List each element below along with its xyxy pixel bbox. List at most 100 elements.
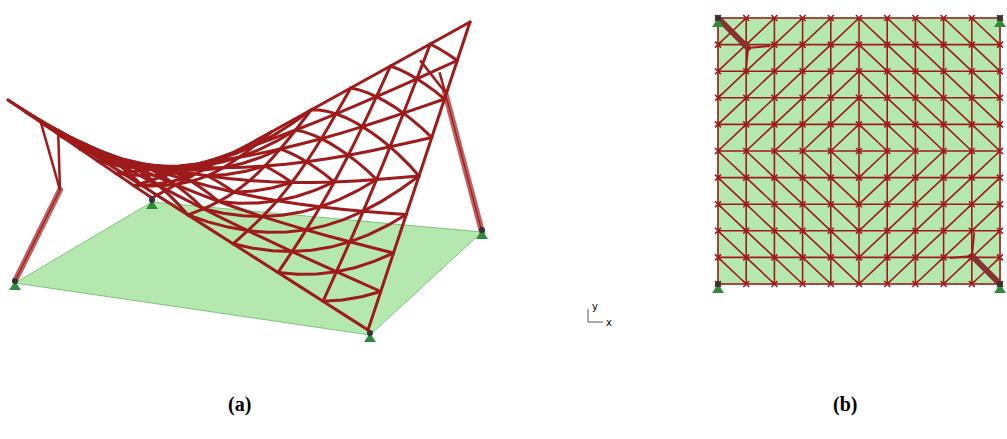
shell-member bbox=[350, 215, 406, 242]
node-cross bbox=[715, 201, 721, 207]
plan-member bbox=[803, 204, 831, 231]
node-cross bbox=[884, 254, 890, 260]
plan-member bbox=[887, 98, 915, 125]
node-cross bbox=[941, 15, 947, 21]
plan-member bbox=[774, 71, 802, 98]
shell-member bbox=[62, 137, 406, 215]
node-cross bbox=[800, 42, 806, 48]
node-cross bbox=[856, 15, 862, 21]
plan-member bbox=[859, 45, 887, 72]
shell-member bbox=[188, 215, 248, 231]
node-cross bbox=[912, 68, 918, 74]
plan-member bbox=[774, 257, 802, 284]
plan-member bbox=[774, 18, 802, 45]
plan-member bbox=[972, 98, 1000, 125]
plan-member bbox=[746, 204, 774, 231]
plan-member bbox=[859, 18, 887, 45]
plan-member bbox=[831, 45, 859, 72]
node-cross bbox=[912, 228, 918, 234]
plan-member bbox=[831, 178, 859, 205]
support-node bbox=[715, 15, 721, 21]
axis-label: x bbox=[606, 318, 612, 328]
node-cross bbox=[884, 228, 890, 234]
node-cross bbox=[800, 68, 806, 74]
plan-member bbox=[944, 45, 972, 72]
shell-member bbox=[336, 253, 393, 272]
plan-member bbox=[915, 204, 943, 231]
node-cross bbox=[715, 228, 721, 234]
plan-member bbox=[718, 151, 746, 178]
shell-member bbox=[306, 211, 363, 230]
node-cross bbox=[715, 121, 721, 127]
column bbox=[15, 190, 60, 281]
node-cross bbox=[800, 121, 806, 127]
node-cross bbox=[771, 175, 777, 181]
node-cross bbox=[997, 228, 1003, 234]
shell-member bbox=[292, 242, 350, 252]
node-cross bbox=[771, 121, 777, 127]
node-cross bbox=[884, 95, 890, 101]
node-cross bbox=[828, 15, 834, 21]
node-cross bbox=[941, 254, 947, 260]
plan-member bbox=[831, 151, 859, 178]
node-cross bbox=[997, 15, 1003, 21]
node-cross bbox=[828, 254, 834, 260]
node-cross bbox=[884, 42, 890, 48]
shell-member bbox=[248, 230, 306, 232]
plan-member bbox=[887, 231, 915, 258]
node-cross bbox=[912, 254, 918, 260]
node-cross bbox=[828, 68, 834, 74]
ground-plane bbox=[15, 202, 482, 335]
node-cross bbox=[941, 175, 947, 181]
shell-member bbox=[278, 272, 336, 274]
plan-member bbox=[887, 45, 915, 72]
plan-member bbox=[746, 18, 774, 45]
plan-member bbox=[746, 257, 774, 284]
node-cross bbox=[743, 175, 749, 181]
node-cross bbox=[997, 175, 1003, 181]
plan-member bbox=[746, 98, 774, 125]
column-branch bbox=[748, 46, 770, 48]
plan-member bbox=[944, 151, 972, 178]
node-cross bbox=[715, 95, 721, 101]
column bbox=[972, 256, 1000, 284]
shell-member bbox=[363, 176, 419, 211]
plan-member bbox=[774, 124, 802, 151]
node-cross bbox=[771, 254, 777, 260]
node-cross bbox=[941, 68, 947, 74]
column-edge bbox=[445, 92, 482, 232]
plan-member bbox=[944, 124, 972, 151]
plan-member bbox=[803, 151, 831, 178]
plan-member bbox=[831, 71, 859, 98]
plan-member bbox=[972, 18, 1000, 45]
node-cross bbox=[800, 95, 806, 101]
plan-member bbox=[831, 257, 859, 284]
plan-member bbox=[972, 231, 1000, 258]
perspective-view bbox=[8, 22, 488, 342]
node-cross bbox=[828, 228, 834, 234]
plan-member bbox=[803, 18, 831, 45]
node-cross bbox=[828, 175, 834, 181]
node-cross bbox=[771, 68, 777, 74]
plan-member bbox=[774, 204, 802, 231]
plan-member bbox=[746, 231, 774, 258]
plan-member bbox=[774, 45, 802, 72]
node-cross bbox=[800, 201, 806, 207]
plan-member bbox=[718, 257, 746, 284]
plan-member bbox=[859, 231, 887, 258]
plan-member bbox=[887, 18, 915, 45]
plan-member bbox=[859, 124, 887, 151]
column bbox=[718, 18, 748, 48]
shell-member bbox=[362, 127, 390, 147]
node-cross bbox=[941, 148, 947, 154]
shell-member bbox=[255, 110, 311, 145]
subfigure-label: (a) bbox=[228, 394, 251, 414]
shell-member bbox=[368, 22, 470, 330]
plan-member bbox=[859, 151, 887, 178]
shell-member bbox=[323, 44, 430, 301]
plan-member bbox=[746, 151, 774, 178]
node-cross bbox=[884, 121, 890, 127]
column bbox=[445, 92, 482, 232]
support-node bbox=[479, 227, 485, 233]
